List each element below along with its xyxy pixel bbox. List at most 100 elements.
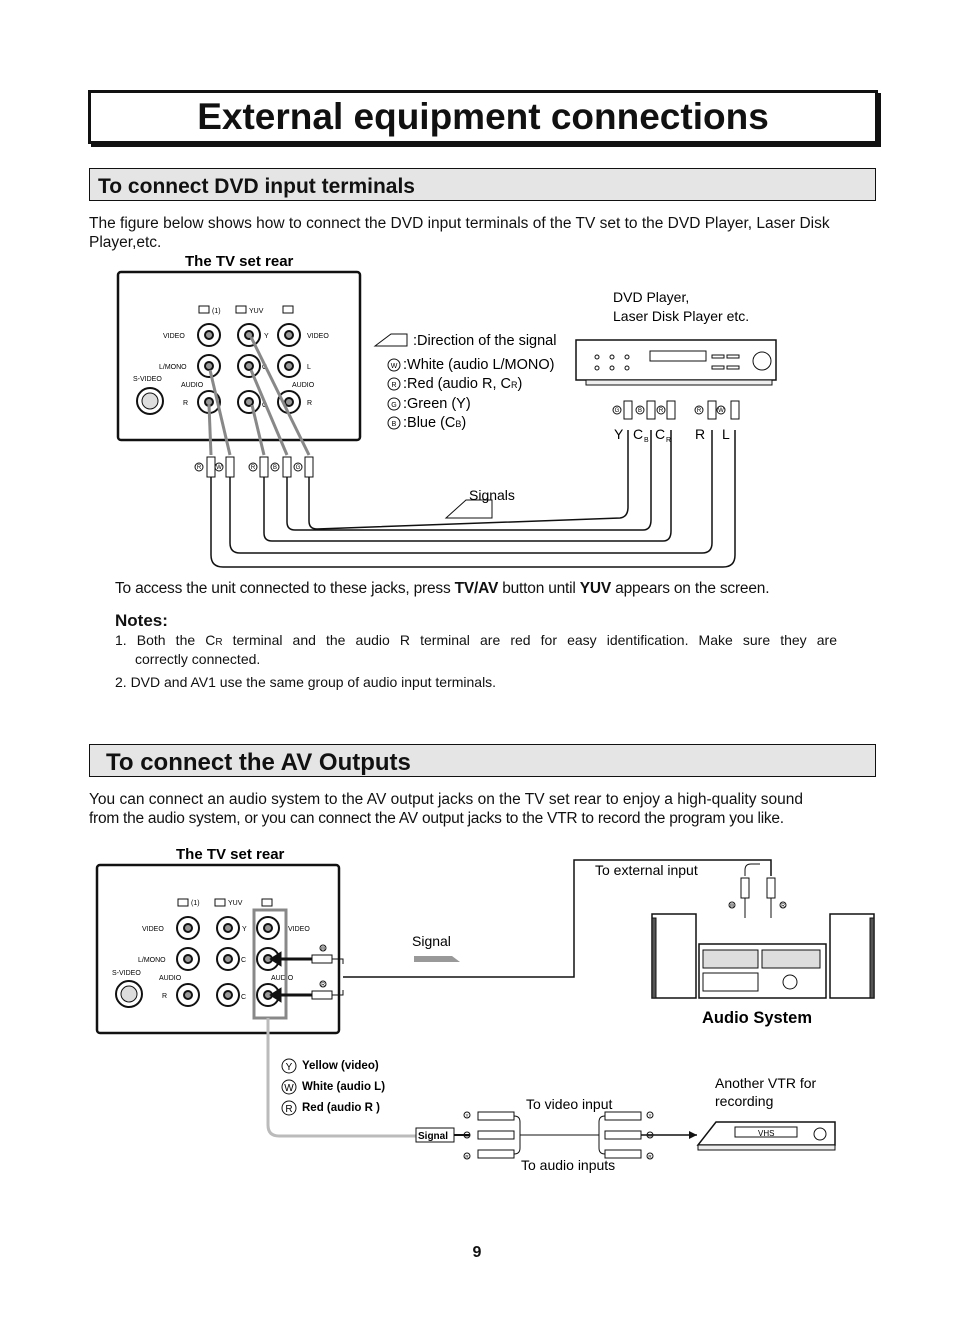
svg-text:Y: Y	[465, 1113, 468, 1118]
svg-text:R: R	[695, 426, 705, 442]
panel-y-label: Y	[264, 333, 269, 340]
signal-label: Signal	[412, 933, 451, 949]
svg-text:B: B	[273, 465, 277, 471]
svg-text:R: R	[162, 993, 167, 1000]
svg-text:R: R	[197, 465, 202, 471]
output-icon	[282, 305, 294, 314]
svg-text:R: R	[251, 465, 256, 471]
svg-text:YUV: YUV	[228, 900, 243, 907]
dvd-jack-labels: Y C B C R R L	[614, 426, 730, 444]
svg-text:Y: Y	[286, 1062, 293, 1073]
output-jacks-highlight	[252, 908, 288, 1020]
signals-arrow-icon	[444, 499, 493, 519]
panel-yuv-label: YUV	[249, 308, 264, 315]
panel-audio-out-label: AUDIO	[292, 382, 315, 389]
input-icon	[177, 898, 189, 907]
svg-text:G: G	[615, 408, 620, 414]
panel-in1-label: (1)	[212, 308, 221, 315]
tv-jacks-2	[176, 916, 280, 1007]
svg-text:B: B	[644, 437, 649, 444]
signal-tag: Signal	[418, 1131, 448, 1142]
panel-svideo-label: S-VIDEO	[133, 376, 162, 383]
legend-green: :Green (Y)	[403, 396, 471, 412]
svg-text:W: W	[391, 363, 398, 370]
dvd-player-device	[575, 339, 777, 381]
svg-text:C: C	[655, 426, 665, 442]
dvd-plug-letters: G B R R W	[612, 405, 726, 415]
svg-text:Y: Y	[648, 1113, 651, 1118]
svg-text:VIDEO: VIDEO	[142, 926, 164, 933]
svg-text:W: W	[321, 946, 326, 952]
svg-text:L: L	[722, 426, 730, 442]
legend-blue: :Blue (CB)	[403, 415, 466, 431]
another-vtr-label-1: Another VTR for	[715, 1075, 816, 1091]
tv-jacks	[197, 323, 301, 414]
svg-text:G: G	[296, 465, 301, 471]
panel-l-label: L	[307, 364, 311, 371]
dvd-connection-diagram: The TV set rear (1) YUV VIDEO L/MONO S-V…	[116, 253, 777, 568]
svideo-jack	[136, 387, 164, 415]
audio-system-device	[651, 913, 875, 999]
output-plugs	[311, 954, 333, 1000]
svg-text:R: R	[781, 903, 785, 909]
svg-text:R: R	[648, 1154, 652, 1159]
vtr-cable	[266, 1018, 416, 1138]
input-icon	[214, 898, 226, 907]
svg-text:L/MONO: L/MONO	[138, 957, 166, 964]
panel-r-label: R	[183, 400, 188, 407]
dvd-player-label-2: Laser Disk Player etc.	[613, 308, 749, 324]
svg-text:W: W	[216, 465, 222, 471]
svg-text:Y: Y	[614, 426, 624, 442]
input-icon	[235, 305, 247, 314]
panel-lmono-label: L/MONO	[159, 364, 187, 371]
svg-text:AUDIO: AUDIO	[271, 975, 294, 982]
svg-text:W: W	[465, 1133, 470, 1138]
legend-letters: W R G B	[387, 358, 401, 430]
signal-cables	[210, 430, 736, 568]
svg-text:C: C	[633, 426, 643, 442]
svg-text:W: W	[284, 1083, 294, 1094]
legend-white: :White (audio L/MONO)	[403, 357, 555, 373]
section-heading-dvd: To connect DVD input terminals	[89, 168, 876, 201]
svg-text:C: C	[241, 994, 246, 1001]
svg-text:W: W	[648, 1133, 653, 1138]
direction-arrow-icon	[373, 333, 408, 347]
dvd-player-label-1: DVD Player,	[613, 289, 689, 305]
svg-text:R: R	[391, 382, 396, 389]
to-video-input-label: To video input	[526, 1096, 613, 1112]
signal-arrow-icon	[414, 956, 460, 962]
tv-rear-panel	[116, 270, 362, 442]
legend-white-2: White (audio L)	[302, 1081, 385, 1093]
another-vtr-label-2: recording	[715, 1093, 773, 1109]
input-icon	[198, 305, 210, 314]
legend-yellow: Yellow (video)	[302, 1060, 379, 1072]
tv-rear-panel-2	[95, 863, 341, 1035]
svg-text:G: G	[391, 402, 396, 409]
tv-plug-letters: R W R B G	[194, 462, 303, 472]
audio-system-cable	[343, 859, 772, 978]
section-heading-av: To connect the AV Outputs	[89, 744, 876, 777]
page-number: 9	[472, 1244, 482, 1261]
svg-text:Y: Y	[242, 926, 247, 933]
svg-text:R: R	[465, 1154, 469, 1159]
output-icon	[261, 898, 273, 907]
svg-text:R: R	[697, 408, 702, 414]
svg-text:W: W	[730, 903, 735, 909]
svg-text:VIDEO: VIDEO	[288, 926, 310, 933]
dvd-plugs	[623, 400, 740, 420]
audio-system-plugs	[740, 877, 776, 899]
panel-r-out-label: R	[307, 400, 312, 407]
svg-text:R: R	[321, 982, 325, 988]
svg-text:AUDIO: AUDIO	[159, 975, 182, 982]
svg-text:W: W	[718, 408, 724, 414]
page-title-box: External equipment connections	[88, 90, 878, 144]
svg-text:C: C	[241, 957, 246, 964]
output-arrows	[269, 951, 312, 1003]
signals-label: Signals	[469, 487, 515, 503]
svg-text:R: R	[285, 1104, 292, 1115]
legend-red-2: Red (audio R )	[302, 1102, 380, 1114]
legend-direction: :Direction of the signal	[413, 333, 556, 349]
svg-text:(1): (1)	[191, 900, 200, 907]
tv-rear-label: The TV set rear	[185, 253, 294, 270]
svideo-jack-inner	[141, 392, 159, 410]
